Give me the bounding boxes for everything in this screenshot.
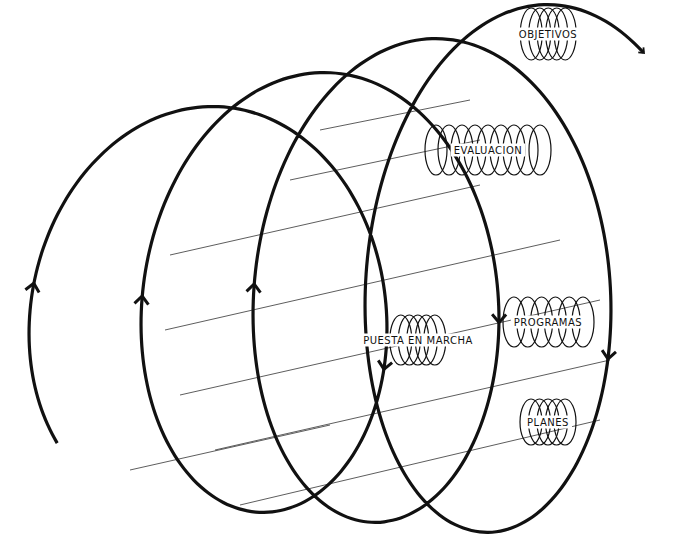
axis-lines bbox=[130, 100, 610, 505]
axis-line bbox=[130, 425, 330, 470]
direction-marks bbox=[25, 282, 616, 371]
direction-mark bbox=[377, 360, 392, 370]
coil-node: PROGRAMAS bbox=[501, 294, 596, 350]
coil-node: EVALUACION bbox=[423, 122, 553, 178]
stage-label: OBJETIVOS bbox=[516, 28, 580, 41]
stage-label: PROGRAMAS bbox=[511, 316, 585, 329]
coil-node: PUESTA EN MARCHA bbox=[355, 312, 481, 368]
coil-loop bbox=[529, 125, 551, 175]
direction-mark bbox=[25, 282, 40, 293]
coil-node: OBJETIVOS bbox=[511, 5, 585, 63]
stage-label: PLANES bbox=[524, 416, 572, 429]
direction-mark bbox=[601, 350, 616, 360]
direction-mark bbox=[134, 295, 149, 304]
stage-label: EVALUACION bbox=[451, 144, 526, 157]
axis-line bbox=[180, 300, 600, 395]
axis-line bbox=[165, 240, 560, 330]
direction-mark bbox=[247, 283, 262, 292]
axis-line bbox=[170, 185, 480, 255]
direction-mark bbox=[492, 314, 506, 322]
coil-loop bbox=[425, 125, 447, 175]
coil-node: PLANES bbox=[518, 396, 578, 448]
spiral-arrow bbox=[29, 5, 643, 533]
stage-label: PUESTA EN MARCHA bbox=[360, 334, 476, 347]
